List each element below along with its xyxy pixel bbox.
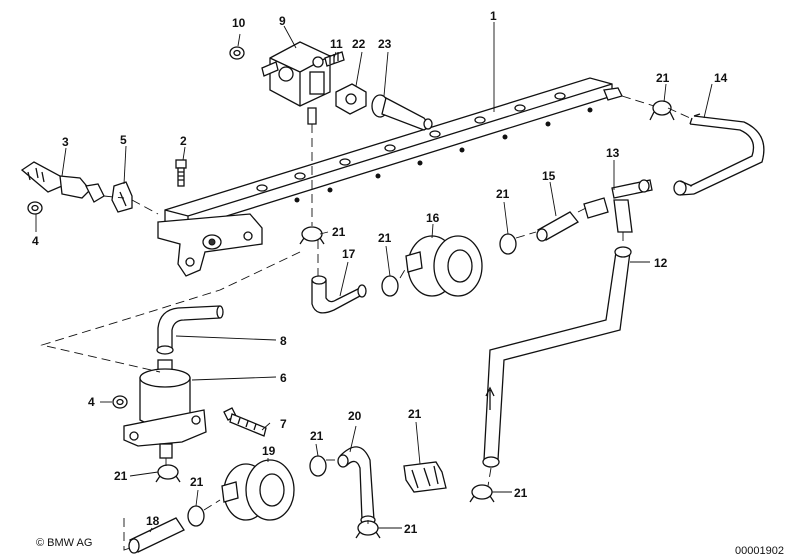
callout-4-injector: 4: [32, 234, 39, 248]
callout-21-damper16: 21: [378, 231, 392, 245]
callout-24: 23: [378, 37, 392, 51]
pressure-regulator-cluster: [229, 41, 433, 131]
callout-5: 5: [120, 133, 127, 147]
callout-labels: 1 2 3 4 4 5 6 7 8 9 10 11 12 13 14 15 16…: [32, 9, 728, 536]
callout-8: 8: [280, 334, 287, 348]
callout-14: 14: [714, 71, 728, 85]
callout-13: 13: [606, 146, 620, 160]
callout-21-hose12: 21: [514, 486, 528, 500]
callout-1: 1: [490, 9, 497, 23]
callout-21-hose20-bottom: 21: [404, 522, 418, 536]
mounting-clip: [403, 461, 447, 493]
callout-23: 22: [352, 37, 366, 51]
callout-21-filter: 21: [114, 469, 128, 483]
callout-6: 6: [280, 371, 287, 385]
callout-19: 19: [262, 444, 276, 458]
hose-clamps: [155, 100, 675, 539]
callout-7: 7: [280, 417, 287, 431]
phantom-lines: [40, 95, 691, 551]
callout-21-rail-under: 21: [332, 225, 346, 239]
callout-21-damper19: 21: [190, 475, 204, 489]
fuel-filter-assembly: [112, 275, 376, 554]
callout-16: 16: [426, 211, 440, 225]
callout-3: 3: [62, 135, 69, 149]
callout-9: 9: [279, 14, 286, 28]
callout-18: 18: [146, 514, 160, 528]
callout-21-hose20-top: 21: [310, 429, 324, 443]
callout-15: 15: [542, 169, 556, 183]
leader-lines: [35, 22, 713, 533]
callout-4-filter: 4: [88, 395, 95, 409]
callout-11: 11: [330, 37, 343, 51]
callout-22: 21: [408, 407, 422, 421]
callout-17: 17: [342, 247, 356, 261]
callout-21-rail-end: 21: [656, 71, 670, 85]
callout-21-hose15: 21: [496, 187, 510, 201]
callout-10: 10: [232, 16, 246, 30]
callout-20: 20: [348, 409, 362, 423]
injector-assembly: [20, 159, 187, 215]
dampers: [221, 235, 483, 521]
footer: © BMW AG 00001902: [36, 537, 784, 557]
callout-2: 2: [180, 134, 187, 148]
fuel-rail: [157, 77, 623, 277]
hose-network: [482, 113, 765, 468]
callout-12: 12: [654, 256, 668, 270]
drawing-number: 00001902: [735, 545, 784, 557]
copyright-text: © BMW AG: [36, 537, 92, 549]
